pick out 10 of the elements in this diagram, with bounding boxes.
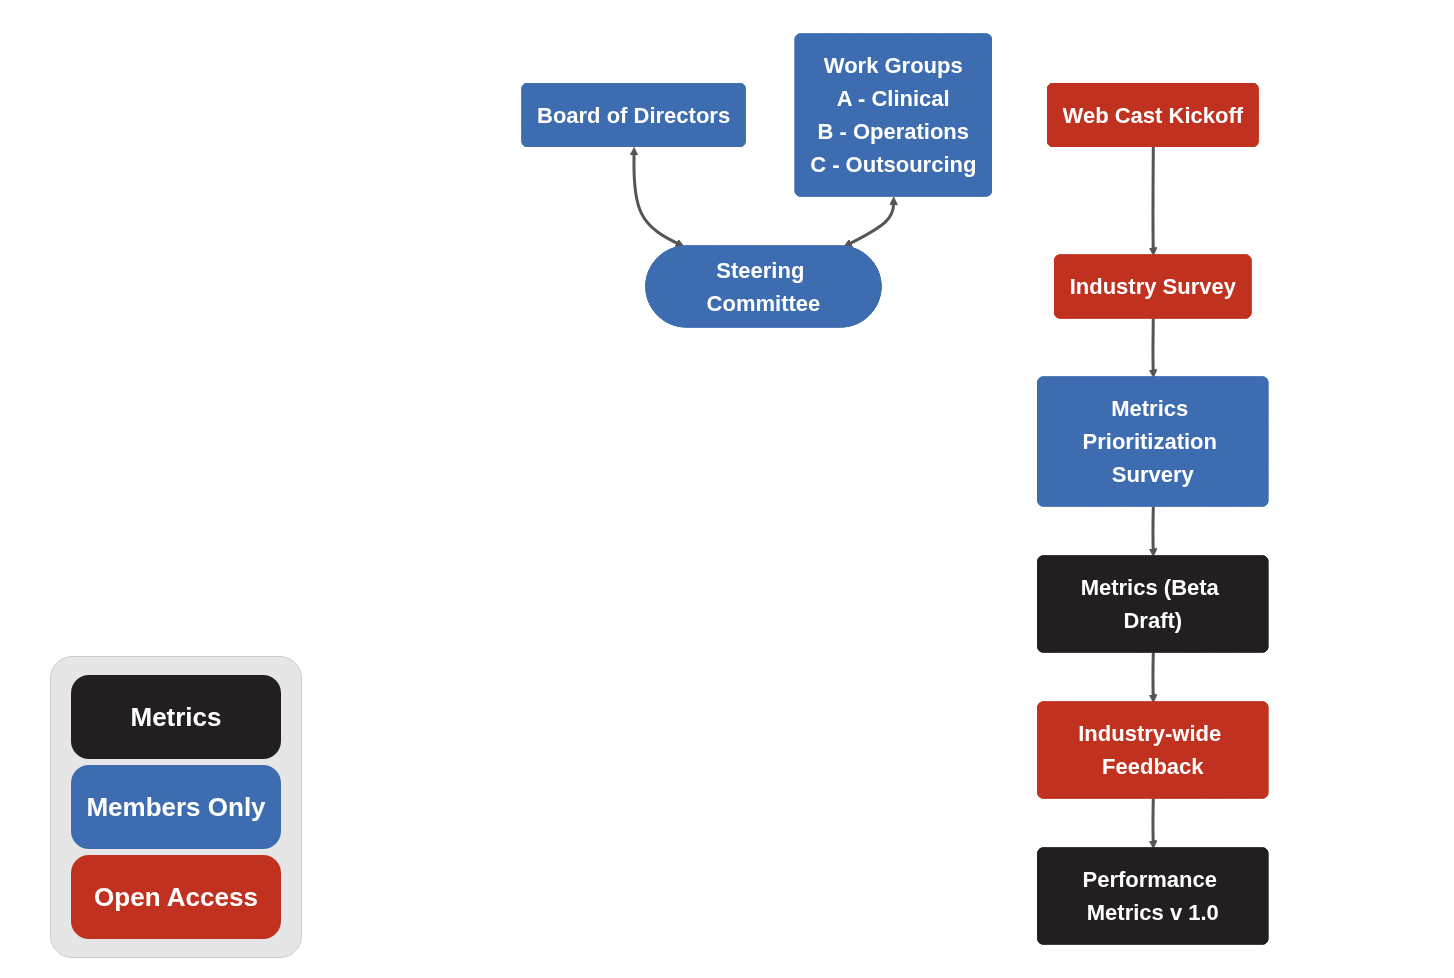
arrow — [843, 196, 899, 247]
arrow — [1148, 506, 1158, 557]
arrow — [1148, 318, 1158, 378]
arrow — [1148, 798, 1158, 849]
arrow — [1148, 652, 1158, 703]
arrow — [629, 147, 685, 247]
legend-swatch: Open Access — [71, 855, 281, 939]
legend-swatch: Members Only — [71, 765, 281, 849]
legend-swatch: Metrics — [71, 675, 281, 759]
arrow — [1148, 147, 1158, 256]
